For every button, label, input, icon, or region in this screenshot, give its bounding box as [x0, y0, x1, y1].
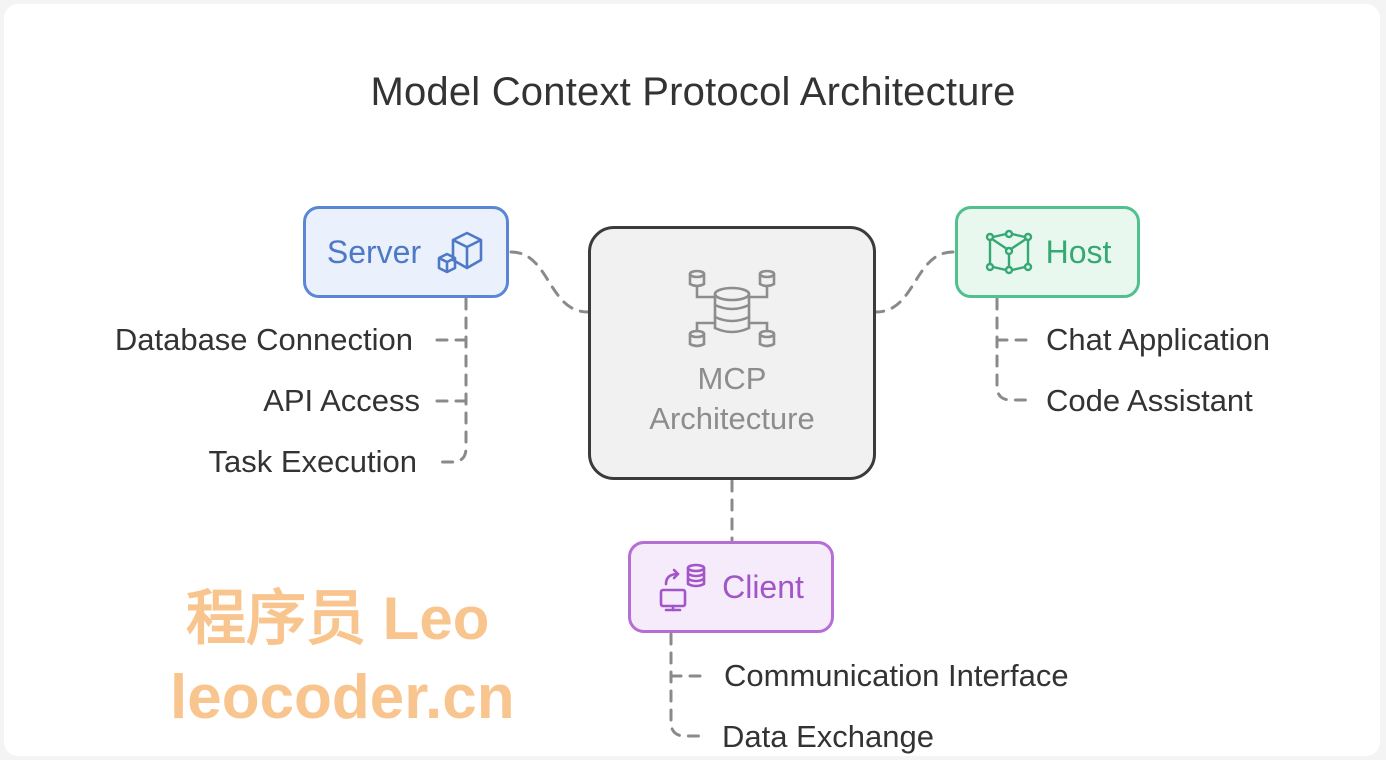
- mcp-center-node: MCP Architecture: [588, 226, 876, 480]
- host-node: Host: [955, 206, 1140, 298]
- watermark-url: leocoder.cn: [170, 663, 515, 732]
- computer-database-icon: [658, 562, 708, 612]
- client-item-communication-interface: Communication Interface: [724, 658, 1069, 693]
- server-label: Server: [326, 233, 422, 270]
- connector-host-center: [874, 250, 955, 314]
- connector-host-spine: [995, 297, 1030, 402]
- cubes-icon: [435, 228, 485, 276]
- page-title: Model Context Protocol Architecture: [370, 70, 1016, 114]
- watermark-name: 程序员 Leo: [186, 585, 490, 652]
- server-node: Server: [303, 206, 509, 298]
- server-item-api-access: API Access: [263, 383, 420, 418]
- network-nodes-icon: [984, 229, 1034, 275]
- host-item-chat-application: Chat Application: [1046, 322, 1271, 357]
- server-item-database-connection: Database Connection: [114, 322, 413, 357]
- client-node: Client: [628, 541, 834, 633]
- center-label-line2: Architecture: [649, 401, 815, 436]
- connector-client-spine: [669, 632, 705, 738]
- client-label: Client: [722, 568, 804, 605]
- center-label-line1: MCP: [697, 361, 767, 396]
- server-item-task-execution: Task Execution: [208, 444, 418, 479]
- client-item-data-exchange: Data Exchange: [722, 719, 934, 754]
- center-label: MCP Architecture: [649, 359, 814, 439]
- host-label: Host: [1045, 233, 1112, 270]
- host-item-code-assistant: Code Assistant: [1046, 383, 1253, 418]
- database-network-icon: [687, 267, 777, 353]
- connector-server-center: [509, 250, 590, 314]
- connector-server-spine: [434, 297, 468, 464]
